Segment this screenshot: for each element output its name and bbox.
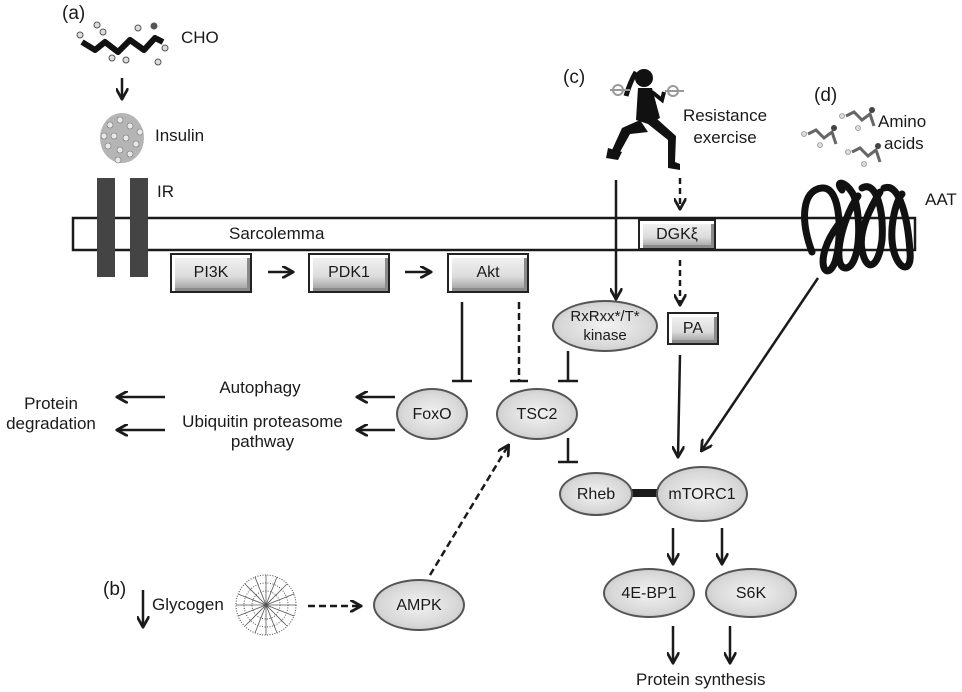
foxo-node: FoxO: [396, 388, 468, 440]
insulin-receptor-bar-1: [97, 178, 115, 277]
panel-label-a: (a): [62, 3, 86, 24]
s6k-label: S6K: [735, 584, 767, 602]
ampk-node: AMPK: [373, 579, 465, 631]
pdk1-label: PDK1: [328, 264, 370, 281]
akt-box: Akt: [447, 253, 529, 293]
insulin-molecule-icon: [100, 113, 144, 164]
rheb-label: Rheb: [576, 485, 616, 503]
rxrxx-kinase-label-line1: RxRxx*/T*: [570, 308, 640, 325]
amino-acids-label-line2: acids: [884, 134, 924, 153]
protein-degradation-label-line1: Protein: [24, 394, 78, 413]
mtorc1-label: mTORC1: [668, 485, 736, 503]
foxo-label: FoxO: [412, 405, 452, 423]
pi3k-box: PI3K: [170, 253, 252, 293]
pa-to-mtorc1-arrow: [678, 354, 680, 456]
tsc2-label: TSC2: [516, 405, 558, 423]
resistance-exercise-label-line2: exercise: [693, 128, 757, 147]
s6k-node: S6K: [705, 568, 797, 618]
mtorc1-node: mTORC1: [656, 466, 748, 522]
rxrxx-kinase-label-line2: kinase: [583, 327, 627, 344]
dgk-zeta-box: DGKξ: [638, 219, 716, 250]
aat-label: AAT: [925, 190, 957, 209]
4ebp1-label: 4E-BP1: [621, 584, 677, 602]
cho-molecule-icon: [76, 21, 169, 66]
akt-label: Akt: [476, 264, 500, 281]
aat-to-mtorc1-arrow: [702, 277, 820, 450]
amino-acid-transporter-coil-icon: [801, 179, 914, 275]
pi3k-label: PI3K: [193, 264, 229, 281]
sarcolemma-membrane: [71, 216, 917, 252]
resistance-exercise-label-line1: Resistance: [682, 106, 768, 125]
pdk1-box: PDK1: [308, 253, 390, 293]
rheb-node: Rheb: [559, 472, 633, 516]
panel-label-d: (d): [814, 85, 838, 106]
insulin-label: Insulin: [155, 126, 205, 145]
glycogen-particle-icon: [235, 574, 297, 636]
glycogen-label: Glycogen: [152, 595, 224, 614]
pa-box: PA: [667, 312, 719, 345]
ampk-label: AMPK: [396, 596, 442, 614]
ups-label-line1: Ubiquitin proteasome: [182, 412, 343, 431]
autophagy-label: Autophagy: [219, 378, 301, 397]
4ebp1-node: 4E-BP1: [603, 568, 695, 618]
protein-synthesis-label: Protein synthesis: [636, 670, 766, 689]
pa-label: PA: [682, 319, 704, 337]
ampk-to-tsc2-arrow: [428, 446, 508, 576]
cho-label: CHO: [181, 28, 219, 47]
sarcolemma-label: Sarcolemma: [229, 224, 325, 243]
amino-acids-label-line1: Amino: [878, 112, 927, 131]
panel-label-b: (b): [103, 579, 127, 600]
panel-label-c: (c): [563, 67, 586, 88]
dumbbell-icon: [610, 84, 684, 97]
ups-label-line2: pathway: [230, 432, 295, 451]
resistance-exercise-figure-icon: [606, 69, 680, 170]
dgk-zeta-label: DGKξ: [656, 225, 698, 243]
insulin-receptor-bar-2: [130, 178, 148, 277]
protein-degradation-label-line2: degradation: [6, 414, 96, 433]
amino-acids-molecule-icon: [801, 107, 882, 167]
rheb-mtorc1-link: [630, 489, 660, 497]
tsc2-node: TSC2: [496, 388, 578, 440]
ir-label: IR: [157, 182, 174, 201]
rxrxx-kinase-node: RxRxx*/T* kinase: [552, 300, 658, 352]
